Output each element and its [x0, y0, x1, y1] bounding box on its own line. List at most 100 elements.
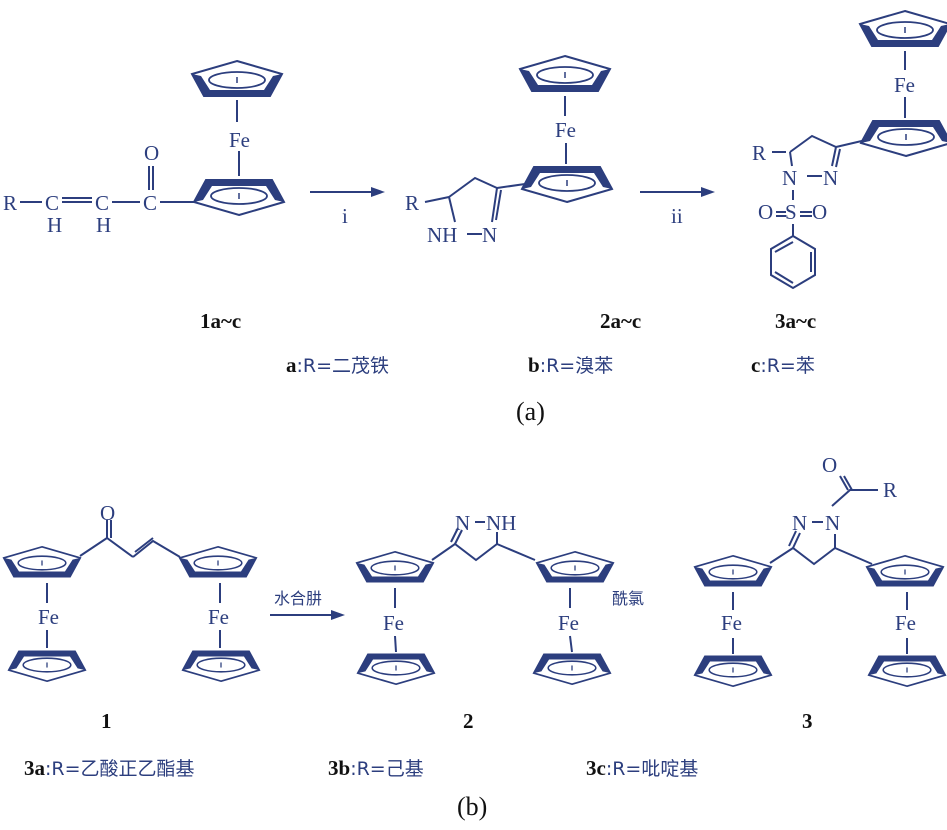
arrow-head-icon [331, 610, 345, 620]
bond [774, 271, 794, 284]
bond [769, 546, 836, 566]
compound-label: 2 [463, 709, 474, 733]
cyclopentadienyl-ring-icon [859, 10, 947, 47]
atom-r: R [405, 191, 419, 215]
step-label-hydrazine: 水合肼 [274, 589, 322, 608]
bond [792, 532, 801, 549]
atom-fe: Fe [558, 611, 579, 635]
cyclopentadienyl-ring-icon [194, 180, 284, 215]
atom-nh: NH [486, 511, 516, 535]
atom-n: N [782, 166, 797, 190]
cyclopentadienyl-ring-icon [534, 654, 611, 684]
bond [448, 196, 456, 223]
step-label-acyl-chloride: 酰氯 [612, 589, 644, 608]
bond [454, 529, 463, 545]
bond [450, 527, 459, 543]
compound-1a-c: R C H C H C O Fe [3, 128, 250, 237]
bond [835, 148, 841, 168]
bond [491, 187, 498, 223]
atom-nh: NH [427, 223, 457, 247]
cyclopentadienyl-ring-icon [695, 656, 772, 686]
bond [496, 183, 526, 189]
atom-fe: Fe [721, 611, 742, 635]
cyclopentadienyl-ring-icon [861, 121, 947, 156]
substituent-c: c:R=苯 [751, 353, 815, 377]
bond [569, 635, 573, 653]
substituent-3c: 3c:R=吡啶基 [586, 756, 698, 780]
step-label-i: i [342, 204, 348, 228]
bond [789, 151, 793, 167]
cyclopentadienyl-ring-icon [535, 550, 615, 583]
cyclopentadienyl-ring-icon [178, 545, 258, 578]
cyclopentadienyl-ring-icon [358, 654, 435, 684]
atom-o: O [144, 141, 159, 165]
bond [843, 475, 853, 491]
atom-fe: Fe [894, 73, 915, 97]
arrow-head-icon [701, 187, 715, 197]
cyclopentadienyl-ring-icon [522, 167, 612, 202]
compound-label: 1a~c [200, 309, 241, 333]
bond [831, 146, 837, 167]
bond [496, 543, 536, 561]
compound-3a-c: R N N S O O Fe [752, 73, 915, 224]
atom-r: R [752, 141, 766, 165]
substituent-b: b:R=溴苯 [528, 353, 613, 377]
cyclopentadienyl-ring-icon [869, 656, 946, 686]
bond [839, 475, 849, 491]
substituent-a: a:R=二茂铁 [286, 353, 389, 377]
substituent-3a: 3a:R=乙酸正乙酯基 [24, 756, 195, 780]
bond [134, 537, 154, 553]
bond [774, 241, 794, 253]
bond [788, 530, 797, 547]
bond [431, 542, 498, 562]
atom-h: H [96, 213, 111, 237]
bond [448, 176, 498, 198]
atom-c: C [143, 191, 157, 215]
atom-n: N [825, 511, 840, 535]
atom-fe: Fe [229, 128, 250, 152]
step-label-ii: ii [671, 204, 683, 228]
bond [424, 196, 450, 203]
atom-n: N [482, 223, 497, 247]
substituent-3b: 3b:R=己基 [328, 756, 424, 780]
atom-n: N [792, 511, 807, 535]
bond [79, 536, 134, 558]
cyclopentadienyl-ring-icon [9, 651, 86, 681]
atom-fe: Fe [383, 611, 404, 635]
atom-fe: Fe [208, 605, 229, 629]
atom-r: R [883, 478, 897, 502]
benzene-ring [770, 234, 816, 290]
atom-o: O [758, 200, 773, 224]
caption-b: (b) [457, 792, 487, 821]
compound-label: 3a~c [775, 309, 816, 333]
bond [132, 539, 181, 558]
compound-label: 3 [802, 709, 813, 733]
atom-n: N [455, 511, 470, 535]
atom-fe: Fe [38, 605, 59, 629]
atom-c: C [95, 191, 109, 215]
bond [495, 189, 502, 221]
bond [394, 635, 397, 653]
compound-label: 2a~c [600, 309, 641, 333]
cyclopentadienyl-ring-icon [693, 554, 773, 587]
atom-o: O [812, 200, 827, 224]
atom-fe: Fe [895, 611, 916, 635]
bond [789, 134, 837, 153]
bond [834, 547, 873, 565]
cyclopentadienyl-ring-icon [2, 545, 82, 578]
atom-n: N [823, 166, 838, 190]
atom-fe: Fe [555, 118, 576, 142]
atom-s: S [785, 200, 797, 224]
atom-o: O [100, 501, 115, 525]
cyclopentadienyl-ring-icon [183, 651, 260, 681]
cyclopentadienyl-ring-icon [191, 60, 283, 97]
atom-c: C [45, 191, 59, 215]
compound-2a-c: R NH N Fe [405, 118, 576, 247]
cyclopentadienyl-ring-icon [865, 554, 945, 587]
cyclopentadienyl-ring-icon [519, 55, 611, 92]
atom-o: O [822, 453, 837, 477]
bond [835, 139, 867, 148]
bond [831, 489, 878, 507]
cyclopentadienyl-ring-icon [355, 550, 435, 583]
